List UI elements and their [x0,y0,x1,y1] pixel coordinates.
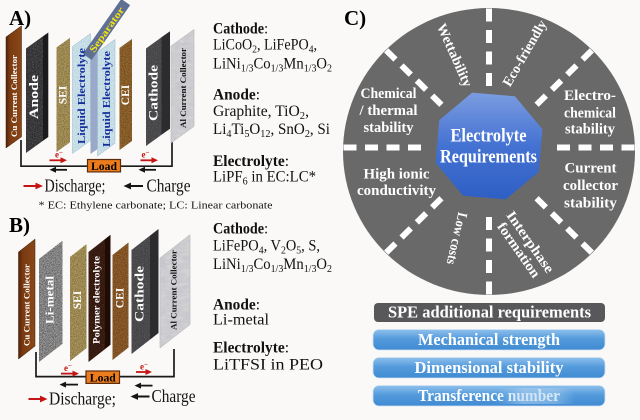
svg-text:SPE additional requirements: SPE additional requirements [388,303,592,322]
svg-text:High ionic: High ionic [364,167,430,183]
svg-text:Electrolyte:: Electrolyte: [213,153,289,170]
svg-text:Electrolyte: Electrolyte [451,126,527,147]
svg-text:A): A) [9,6,31,30]
svg-text:LiPF6 in EC:LC*: LiPF6 in EC:LC* [213,169,316,188]
svg-text:C): C) [344,6,366,30]
svg-text:* EC: Ethylene carbonate; LC:: * EC: Ethylene carbonate; LC: Linear car… [39,200,273,212]
svg-text:stability: stability [364,120,414,136]
svg-text:CEI: CEI [115,287,127,308]
svg-text:LiNi1/3Co1/3Mn1/3O2: LiNi1/3Co1/3Mn1/3O2 [213,256,332,275]
svg-text:collector: collector [563,178,618,194]
svg-text:Charge: Charge [152,386,196,406]
svg-text:Al Current Collector: Al Current Collector [170,250,179,330]
svg-text:e−: e− [55,149,63,160]
svg-text:Anode:: Anode: [213,87,260,104]
svg-text:Charge: Charge [147,176,191,196]
svg-text:Polymer electrolyte: Polymer electrolyte [92,256,102,344]
svg-text:LiCoO2, LiFePO4,: LiCoO2, LiFePO4, [213,37,317,56]
svg-text:Liquid Electrolyte: Liquid Electrolyte [76,48,88,144]
svg-text:LiNi1/3Co1/3Mn1/3O2: LiNi1/3Co1/3Mn1/3O2 [213,56,332,75]
svg-text:Electrolyte:: Electrolyte: [213,340,289,357]
svg-text:/ thermal: / thermal [359,103,418,119]
svg-text:Cu Current Collector: Cu Current Collector [10,55,19,137]
svg-text:Load: Load [90,372,117,384]
svg-text:Cathode:: Cathode: [213,221,268,238]
svg-text:LiTFSI in PEO: LiTFSI in PEO [213,357,323,374]
svg-text:Anode: Anode [26,75,41,119]
svg-text:chemical: chemical [564,106,616,122]
svg-text:e−: e− [64,362,72,373]
svg-text:e−: e− [140,361,148,372]
svg-text:stability: stability [565,122,615,138]
svg-text:SEI: SEI [72,290,84,309]
svg-text:B): B) [9,213,30,237]
svg-text:e−: e− [142,149,150,160]
svg-text:Al Current Collector: Al Current Collector [179,48,188,128]
svg-text:Mechanical strength: Mechanical strength [418,330,560,349]
svg-text:Dimensional stability: Dimensional stability [415,358,565,377]
svg-text:Chemical: Chemical [361,86,417,102]
svg-text:LiFePO4, V2O5, S,: LiFePO4, V2O5, S, [213,238,320,257]
svg-text:SEI: SEI [58,85,70,104]
svg-text:Discharge;: Discharge; [49,389,116,409]
svg-text:Discharge;: Discharge; [45,176,106,196]
svg-text:conductivity: conductivity [357,183,436,199]
svg-text:Liquid Electrolyte: Liquid Electrolyte [101,51,113,147]
svg-text:Li4Ti5O12, SnO2, Si: Li4Ti5O12, SnO2, Si [213,121,331,140]
svg-text:Load: Load [91,161,118,173]
svg-text:Cathode: Cathode [132,266,147,322]
svg-text:Cathode:: Cathode: [213,21,268,38]
svg-text:Cu Current Collector: Cu Current Collector [23,264,32,346]
svg-text:Cathode: Cathode [146,65,161,121]
svg-text:CEI: CEI [120,84,132,105]
svg-text:stability: stability [564,196,617,212]
svg-text:Li-metal: Li-metal [213,312,269,329]
svg-text:Li-metal: Li-metal [45,276,57,324]
svg-text:Anode:: Anode: [213,297,260,314]
svg-text:Electro-: Electro- [564,88,616,104]
svg-text:Requirements: Requirements [440,147,537,168]
svg-text:Graphite, TiO2,: Graphite, TiO2, [213,103,309,122]
svg-text:Current: Current [565,161,617,177]
